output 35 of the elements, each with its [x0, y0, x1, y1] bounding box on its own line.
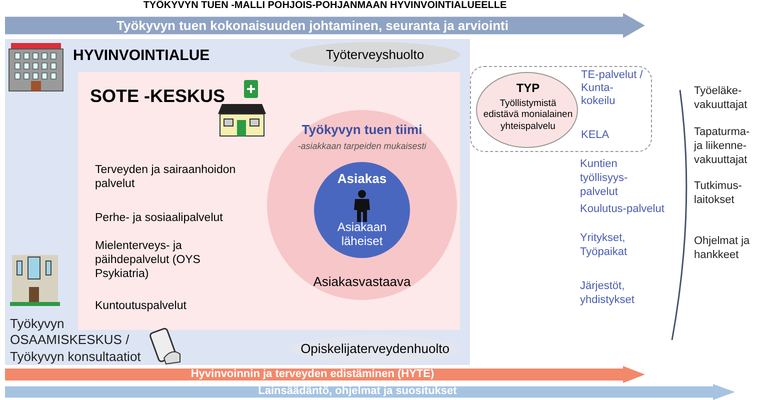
label-text: Työeläke- vakuuttajat	[694, 85, 748, 112]
body-text: Työllistymistä edistävä monialainen yhteispalvelu	[482, 98, 574, 132]
node-label: HYVINVOINTIALUE	[73, 47, 211, 65]
label-text: Yritykset, Työpaikat	[580, 232, 628, 260]
node-label: Opiskelijaterveydenhuolto	[300, 341, 450, 357]
node-label: Lainsäädäntö, ohjelmat ja suositukset	[257, 385, 458, 398]
node-label: Työterveyshuolto	[324, 47, 426, 63]
heading: SOTE -KESKUS	[90, 86, 226, 108]
label-text: Järjestöt, yhdistykset	[580, 280, 636, 308]
banner	[5, 13, 645, 38]
label-text: Työkyvyn OSAAMISKESKUS / Työkyvyn konsultaatiot	[10, 316, 142, 365]
body-text: Asiakasvastaava	[312, 274, 412, 290]
center-panel	[78, 72, 460, 330]
region-panel	[5, 39, 470, 365]
banner	[5, 384, 735, 400]
banner	[5, 366, 645, 383]
label-text: Tapaturma- ja liikenne- vakuuttajat	[694, 126, 751, 168]
label-text: Koulutus-palvelut	[580, 203, 666, 217]
body-text: Perhe- ja sosiaalipalvelut	[95, 212, 224, 226]
node-label: Työkyvyn tuen kokonaisuuden johtaminen, seuranta ja arviointi	[115, 18, 510, 34]
dashed-group-box	[470, 66, 652, 152]
label-text: Tutkimus- laitokset	[694, 180, 743, 208]
body-text: Terveyden ja sairaanhoidon palvelut	[95, 164, 237, 192]
heading: Työkyvyn tuen tiimi	[300, 122, 424, 138]
body-text: Kuntoutuspalvelut	[95, 300, 188, 314]
body-text: Asiakaan läheiset	[336, 220, 388, 249]
heading: Asiakas	[336, 171, 388, 187]
heading: TE-palvelut / Kunta- kokeilu	[581, 69, 644, 109]
heading: TYP	[515, 81, 541, 96]
body-text: Mielenterveys- ja päihdepalvelut (OYS Psykiatria)	[95, 240, 202, 282]
label-text: Kuntien työllisyys-palvelut	[580, 158, 629, 200]
body-text: KELA	[581, 129, 610, 142]
body-text: -asiakkaan tarpeiden mukaisesti	[296, 141, 428, 152]
node-label: Hyvinvoinnin ja terveyden edistäminen (HYTE)	[190, 368, 436, 382]
label-text: Ohjelmat ja hankkeet	[694, 235, 751, 262]
